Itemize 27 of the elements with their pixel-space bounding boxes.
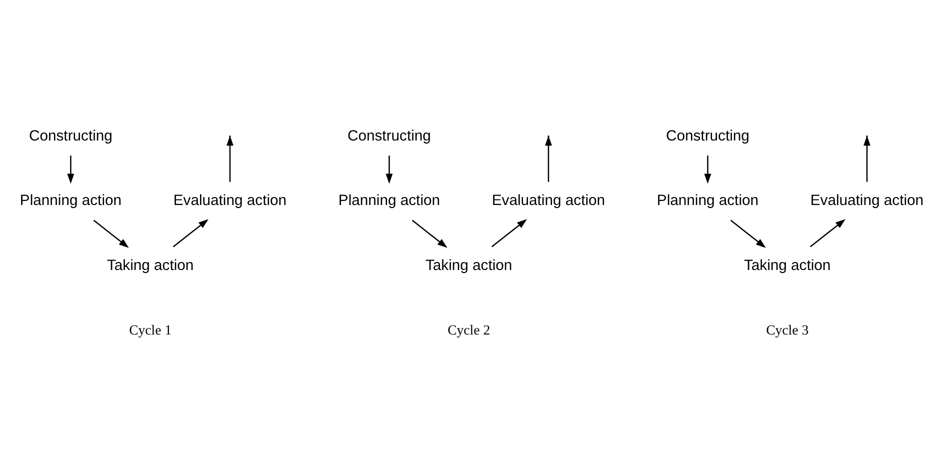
label: Cycle 1 xyxy=(129,322,172,337)
arrow xyxy=(863,135,870,182)
node-text: Taking action xyxy=(106,257,194,274)
node-text: Planning action xyxy=(338,192,440,209)
arrow xyxy=(386,155,393,184)
arrow xyxy=(491,218,527,247)
arrow xyxy=(226,135,234,182)
arrow xyxy=(67,155,74,184)
arrow xyxy=(810,218,846,247)
arrow xyxy=(544,135,552,182)
node-text: Evaluating action xyxy=(492,192,606,209)
node-text: Evaluating action xyxy=(173,192,287,209)
node-text: Constructing xyxy=(666,128,750,144)
node-text: Evaluating action xyxy=(810,192,924,209)
arrow xyxy=(730,219,766,248)
arrow xyxy=(412,219,448,248)
label: Cycle 3 xyxy=(766,322,809,337)
label: Cycle 2 xyxy=(448,322,490,337)
node-text: Planning action xyxy=(656,192,759,209)
arrow xyxy=(93,219,129,248)
node-text: Taking action xyxy=(744,257,831,274)
node-text: Taking action xyxy=(425,257,512,274)
node-text: Planning action xyxy=(20,192,122,209)
node-text: Constructing xyxy=(348,128,431,144)
node-text: Constructing xyxy=(29,128,112,144)
arrow xyxy=(172,218,208,247)
arrow xyxy=(704,155,712,184)
